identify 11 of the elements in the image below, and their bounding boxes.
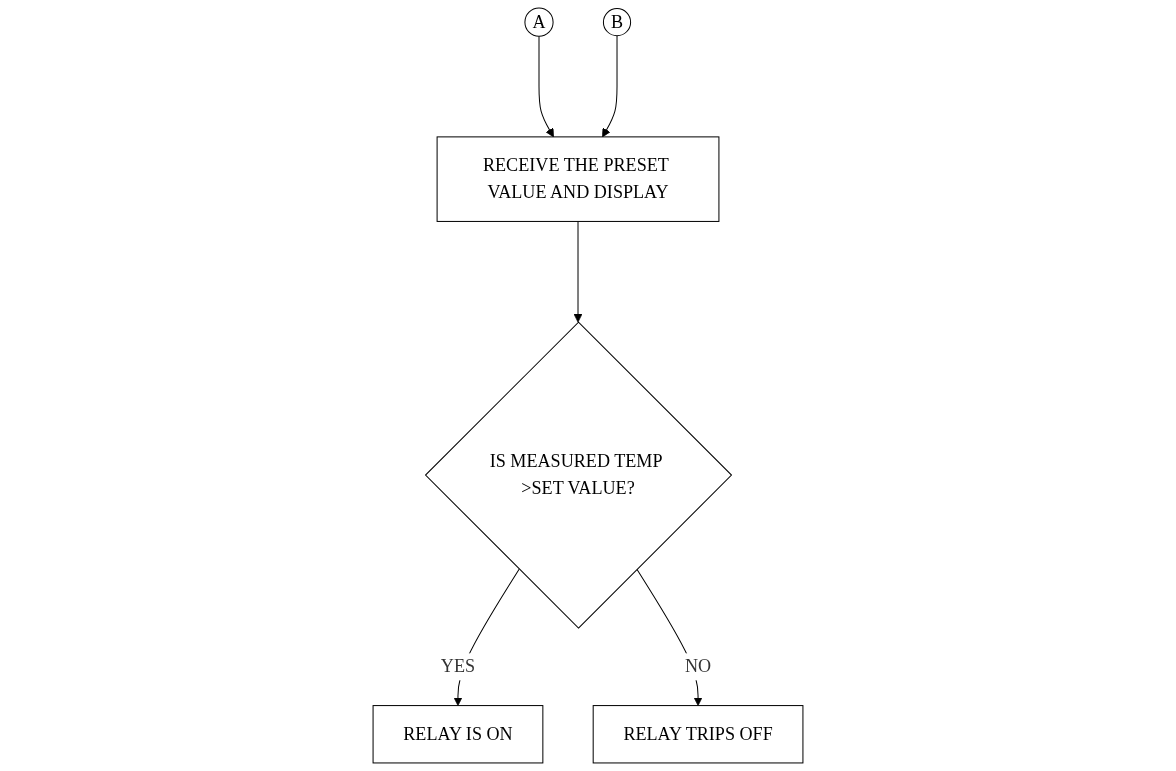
edge-label: YES: [440, 656, 476, 677]
node-circle: A: [524, 7, 554, 37]
node-box: RECEIVE THE PRESET VALUE AND DISPLAY: [436, 136, 720, 222]
node-box: RELAY IS ON: [372, 705, 544, 764]
arrow: [573, 220, 583, 323]
arrow: [602, 35, 618, 138]
node-diamond: IS MEASURED TEMP >SET VALUE?: [424, 321, 733, 629]
arrow: [538, 35, 554, 138]
node-box: RELAY TRIPS OFF: [592, 705, 804, 764]
edge-label: NO: [684, 656, 712, 677]
node-circle: B: [602, 8, 632, 37]
